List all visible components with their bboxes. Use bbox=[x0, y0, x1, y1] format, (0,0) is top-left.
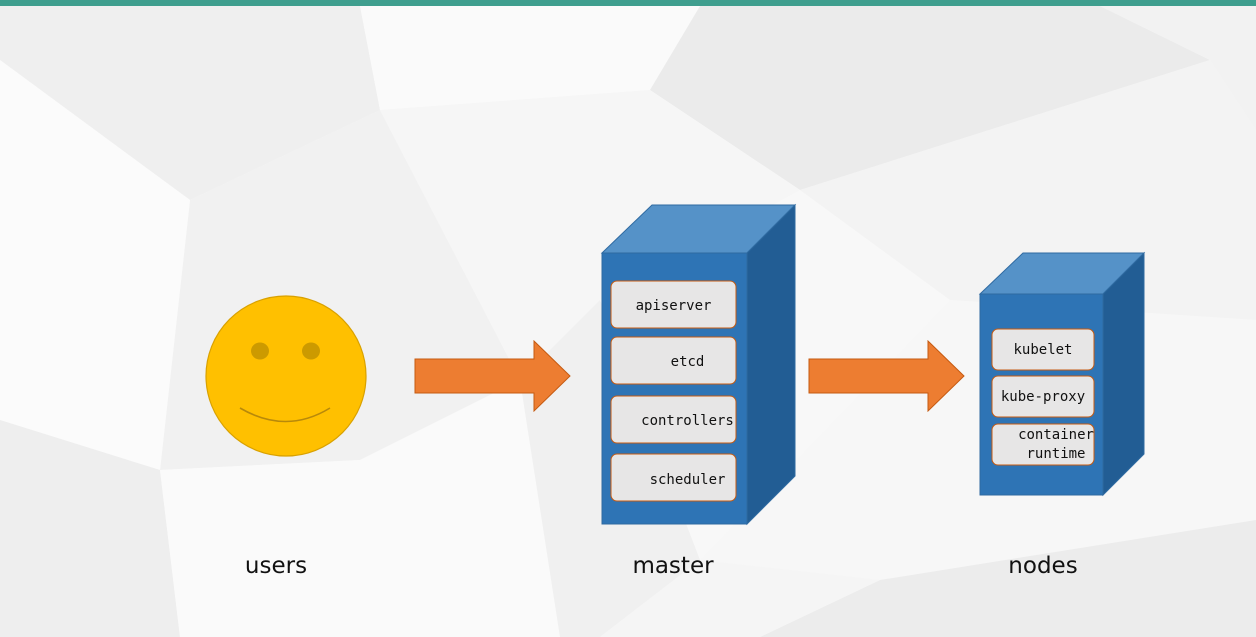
master-component-box bbox=[610, 453, 737, 502]
component-kube-proxy: kube-proxy bbox=[1000, 388, 1086, 405]
master-label: master bbox=[632, 553, 714, 579]
component-apiserver: apiserver bbox=[635, 297, 712, 314]
nodes-label: nodes bbox=[1008, 553, 1078, 579]
top-accent-bar bbox=[0, 0, 1256, 6]
node-component-box bbox=[991, 328, 1095, 371]
component-container-runtime: container runtime bbox=[1018, 427, 1094, 462]
right-arrow-icon bbox=[808, 340, 965, 412]
smile-mouth bbox=[239, 407, 331, 423]
right-eye bbox=[302, 342, 320, 360]
node-component-box bbox=[991, 423, 1095, 466]
master-server-icon bbox=[600, 203, 797, 526]
component-scheduler: scheduler bbox=[649, 471, 726, 488]
users-label: users bbox=[244, 553, 308, 579]
component-etcd: etcd bbox=[670, 353, 705, 370]
smiley-face-icon bbox=[205, 295, 367, 457]
node-component-box bbox=[991, 375, 1095, 418]
master-component-box bbox=[610, 336, 737, 385]
left-eye bbox=[251, 342, 269, 360]
component-kubelet: kubelet bbox=[1013, 341, 1073, 358]
right-arrow-icon bbox=[414, 340, 571, 412]
node-server-icon bbox=[978, 251, 1146, 497]
component-controllers: controllers bbox=[641, 412, 734, 429]
master-component-box bbox=[610, 280, 737, 329]
master-component-box bbox=[610, 395, 737, 444]
